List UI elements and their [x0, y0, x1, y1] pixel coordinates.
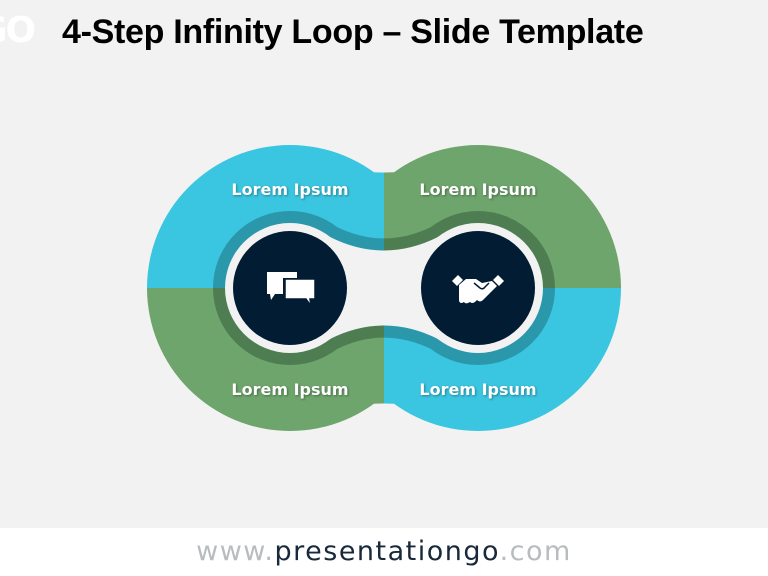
logo: GO [0, 10, 36, 51]
chat-bubbles-icon [267, 272, 316, 307]
handshake-icon [452, 275, 504, 304]
step-label-bottom-right: Lorem Ipsum [419, 380, 536, 399]
step-label-top-left: Lorem Ipsum [231, 180, 348, 199]
footer: www.presentationgo.com [0, 528, 768, 576]
step-label-top-right: Lorem Ipsum [419, 180, 536, 199]
footer-brand[interactable]: presentationgo [274, 536, 500, 567]
footer-prefix: www. [196, 536, 275, 567]
page-title: 4-Step Infinity Loop – Slide Template [62, 13, 644, 51]
infinity-loop-diagram: Lorem Ipsum Lorem Ipsum Lorem Ipsum Lore… [147, 145, 621, 431]
step-label-bottom-left: Lorem Ipsum [231, 380, 348, 399]
footer-suffix: .com [499, 536, 572, 567]
